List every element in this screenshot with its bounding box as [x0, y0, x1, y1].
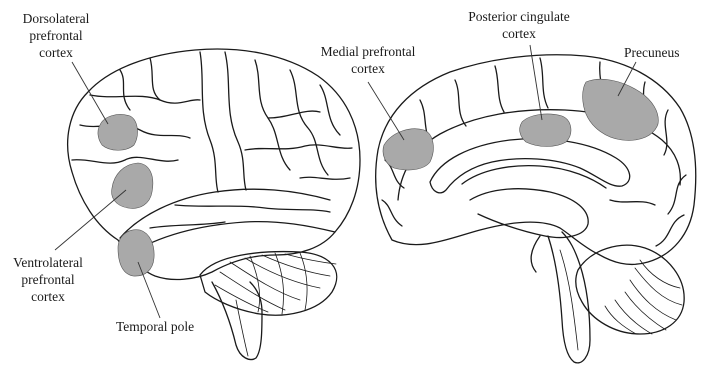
dlpfc-region: [98, 114, 138, 150]
medial-brainstem: [548, 232, 590, 363]
precuneus-label: Precuneus: [624, 44, 679, 61]
dlpfc-label: Dorsolateral prefrontal cortex: [4, 10, 108, 61]
lateral-brain-view: [55, 49, 360, 359]
lateral-cerebrum-outline: [68, 49, 360, 279]
sylvian-fissure: [120, 189, 330, 238]
medial-brain-view: [368, 45, 696, 363]
pcc-leader: [530, 45, 542, 120]
temporal-pole-region: [118, 230, 154, 276]
pcc-region: [520, 114, 571, 147]
medial-cerebellum-folia: [605, 260, 682, 334]
mpfc-label: Medial prefrontal cortex: [304, 43, 432, 77]
medial-thalamus: [470, 189, 588, 238]
temporal-pole-label: Temporal pole: [116, 318, 194, 335]
mpfc-leader: [368, 82, 404, 140]
precuneus-region: [583, 79, 659, 140]
dlpfc-leader: [72, 62, 108, 124]
vlpfc-leader: [55, 190, 126, 250]
vlpfc-label: Ventrolateral prefrontal cortex: [0, 254, 96, 305]
medial-cerebellum: [576, 245, 684, 334]
pcc-label: Posterior cingulate cortex: [448, 8, 590, 42]
mpfc-region: [383, 129, 433, 170]
vlpfc-region: [112, 163, 153, 208]
